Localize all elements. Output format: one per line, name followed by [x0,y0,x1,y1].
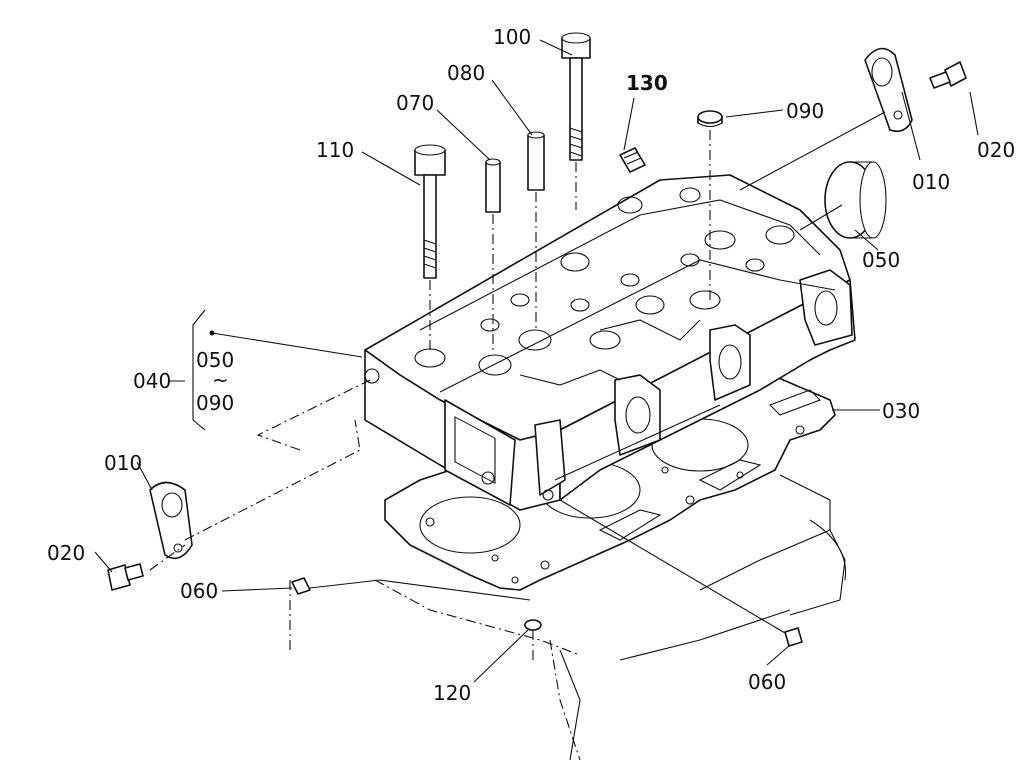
kit-range-separator: ~ [212,368,229,392]
o-ring-120 [524,619,542,660]
callout-080: 080 [447,61,485,85]
callout-070: 070 [396,91,434,115]
hanger-bolt-right [929,61,967,89]
leader-lines [94,39,979,683]
valve-guide-080 [527,131,545,330]
hanger-left [149,481,193,560]
callout-010-left: 010 [104,451,142,475]
callout-020-left: 020 [47,541,85,565]
seal-090 [697,110,723,300]
callout-060-right: 060 [748,670,786,694]
head-gasket [384,369,836,591]
callout-020-right: 020 [977,138,1015,162]
callout-050: 050 [862,248,900,272]
kit-range-end: 090 [196,391,234,415]
dowel-right [784,627,803,647]
kit-range-start: 050 [196,348,234,372]
kit-label-040: 040 [133,369,171,393]
head-bolt-100 [561,32,591,210]
dowel-left [291,577,311,595]
callout-060-left: 060 [180,579,218,603]
callout-030: 030 [882,399,920,423]
plug-130 [619,147,646,173]
callout-labels: 100 080 070 130 090 110 010 020 050 030 … [47,25,1015,705]
callout-120: 120 [433,681,471,705]
callout-110: 110 [316,138,354,162]
callout-090: 090 [786,99,824,123]
callout-130: 130 [626,71,668,95]
valve-guide-070 [485,158,501,350]
hanger-right [864,47,913,133]
plug-050 [824,161,887,239]
hanger-bolt-left [107,563,144,591]
engine-block [289,474,847,761]
callout-100: 100 [493,25,531,49]
head-bolt-long [414,144,446,350]
callout-010-right: 010 [912,170,950,194]
cylinder-head [364,174,856,511]
